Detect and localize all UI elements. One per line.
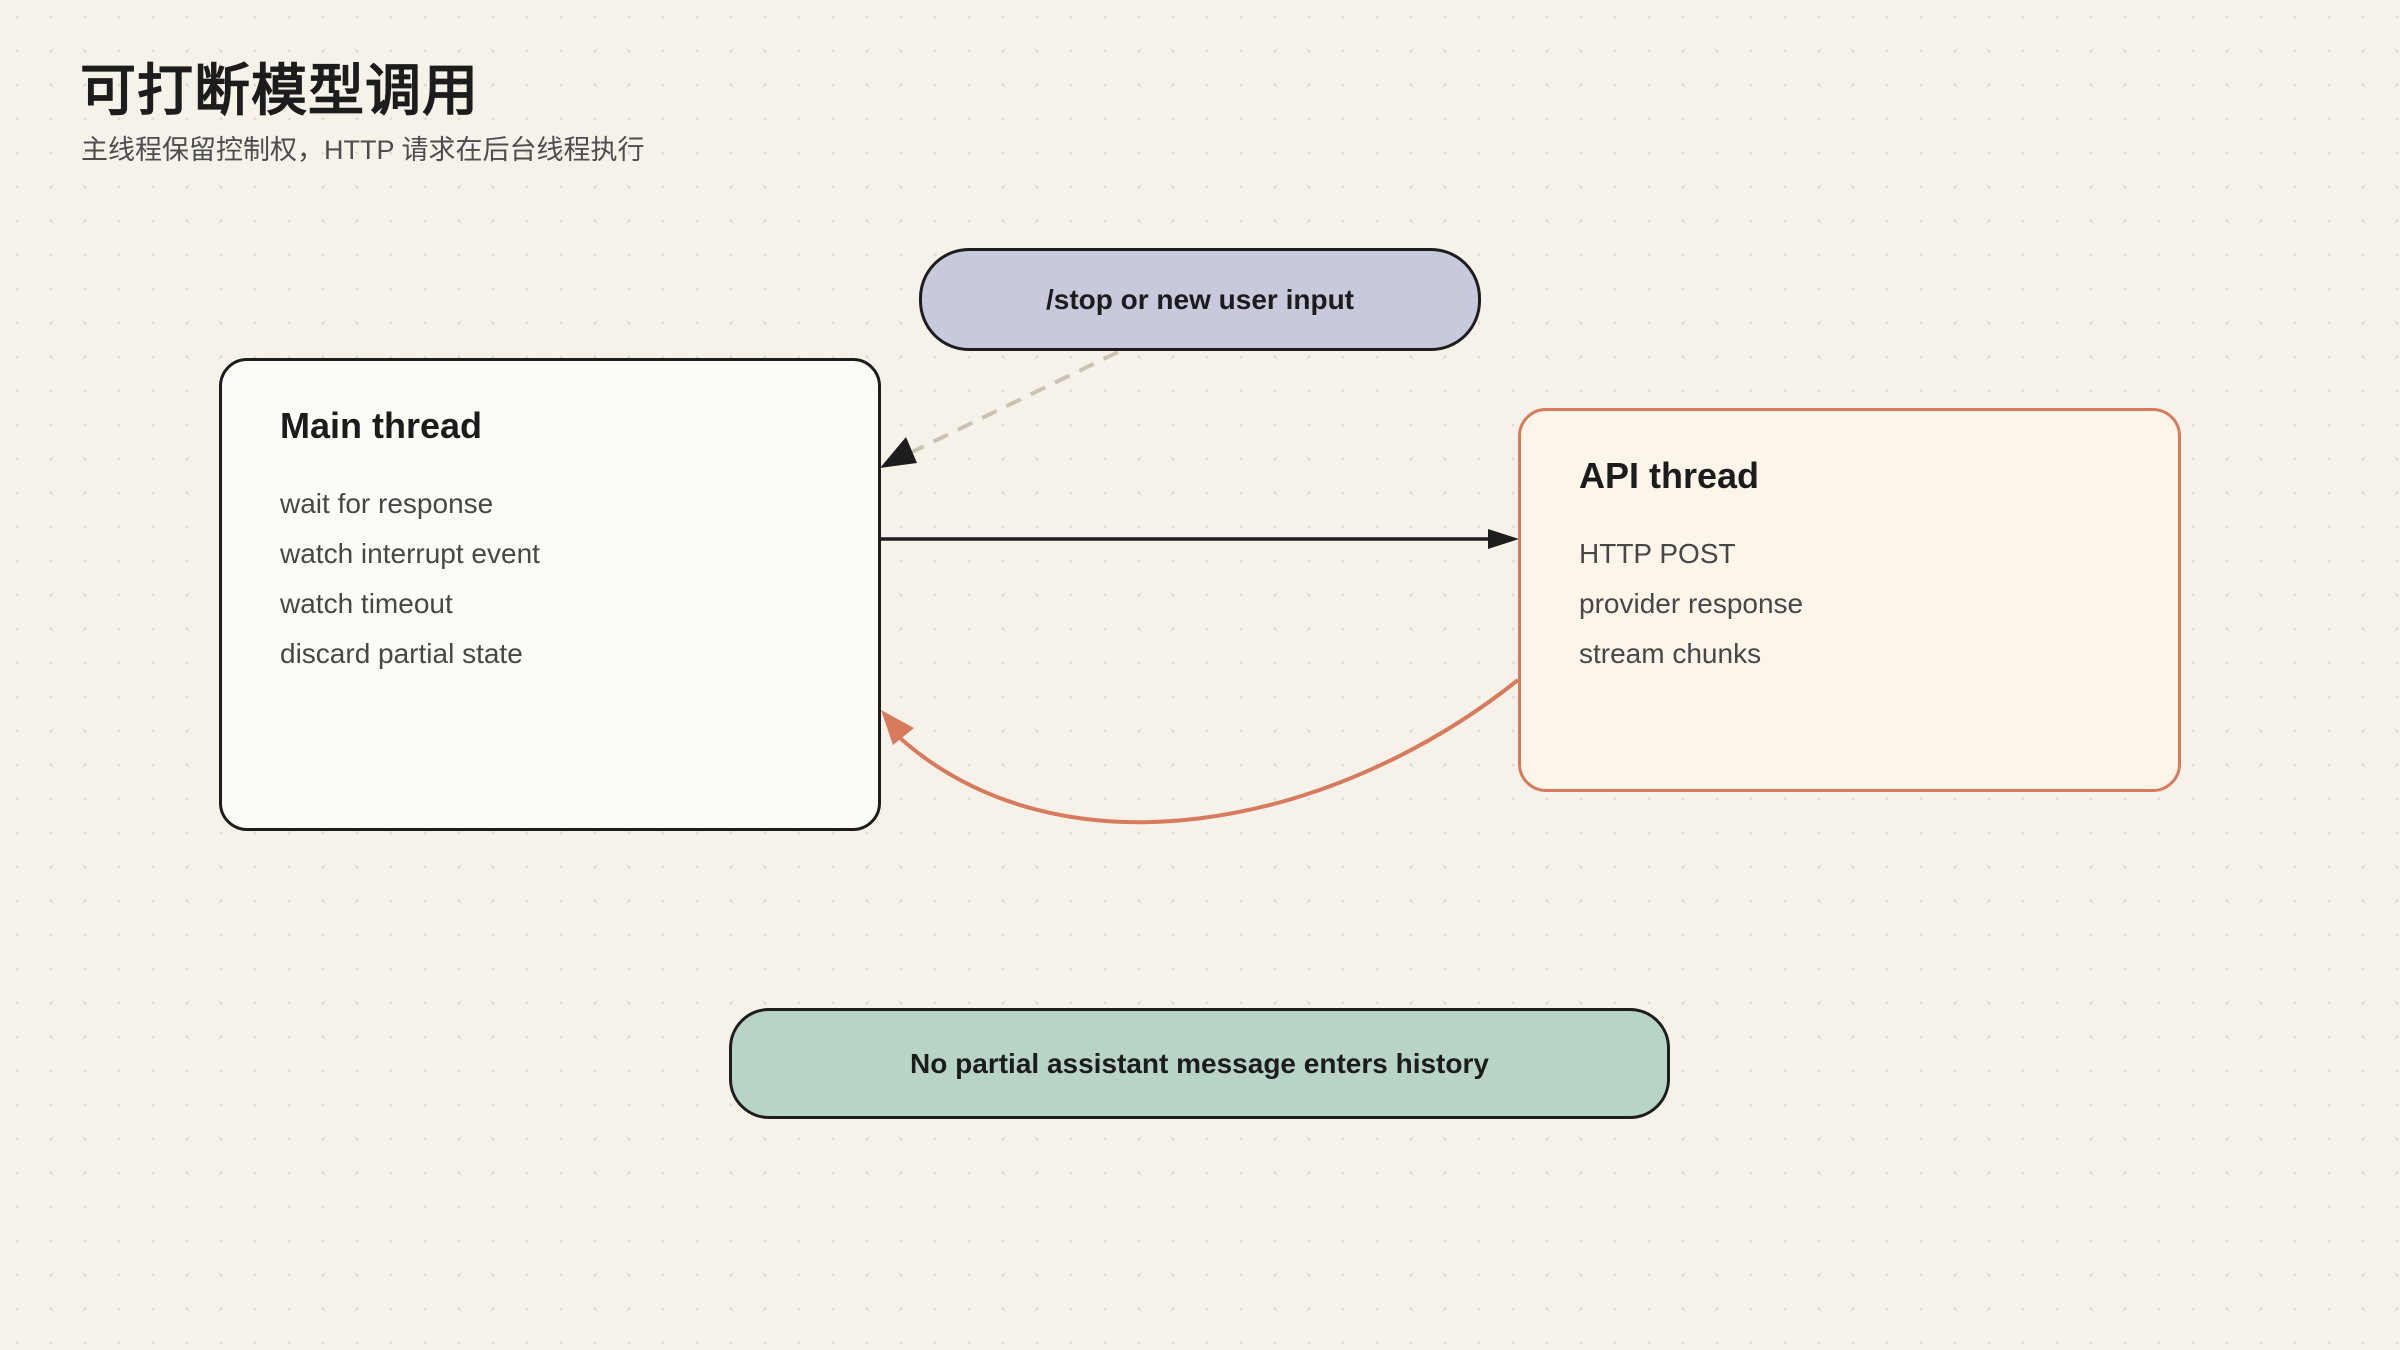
interrupt-arrow xyxy=(880,350,1119,468)
api-thread-node: API thread HTTP POST provider response s… xyxy=(1518,408,2181,792)
api-thread-step: stream chunks xyxy=(1579,638,1762,669)
request-arrow xyxy=(881,529,1519,549)
history-guarantee-node: No partial assistant message enters hist… xyxy=(729,1008,1670,1119)
page-subtitle: 主线程保留控制权，HTTP 请求在后台线程执行 xyxy=(81,135,645,165)
main-thread-title: Main thread xyxy=(280,405,483,446)
main-thread-step: discard partial state xyxy=(280,638,523,669)
api-thread-title: API thread xyxy=(1579,455,1760,496)
main-thread-step: watch timeout xyxy=(280,588,453,619)
page-title: 可打断模型调用 xyxy=(80,59,479,122)
response-arrow xyxy=(881,678,1520,825)
interrupt-trigger-node: /stop or new user input xyxy=(919,248,1481,351)
main-thread-steps: wait for response watch interrupt event … xyxy=(280,479,540,679)
main-thread-node: Main thread wait for response watch inte… xyxy=(219,358,881,831)
api-thread-steps: HTTP POST provider response stream chunk… xyxy=(1579,529,1803,679)
main-thread-step: watch interrupt event xyxy=(280,538,540,569)
api-thread-step: provider response xyxy=(1579,588,1804,619)
main-thread-step: wait for response xyxy=(280,488,494,519)
api-thread-step: HTTP POST xyxy=(1579,538,1736,569)
